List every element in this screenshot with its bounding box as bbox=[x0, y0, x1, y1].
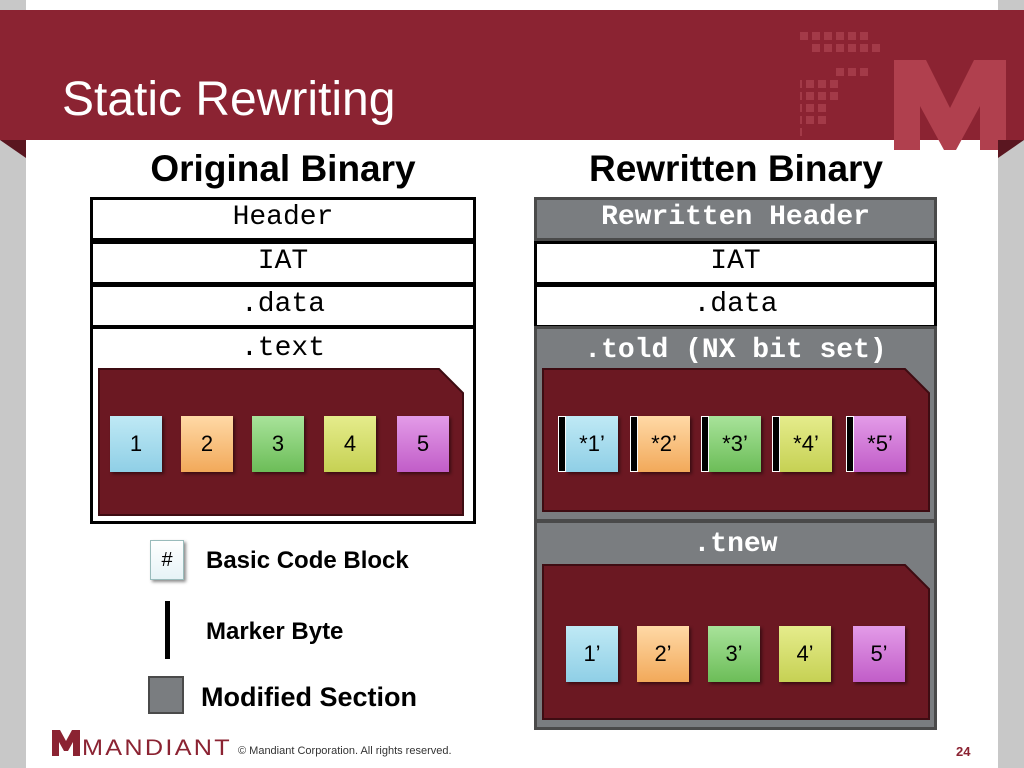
told-section-label: .told (NX bit set) bbox=[584, 335, 887, 366]
code-block-3: 3 bbox=[252, 416, 304, 472]
title-bar-fold-left bbox=[0, 140, 26, 158]
told-block-1: *1’ bbox=[566, 416, 618, 472]
code-block-2: 2 bbox=[181, 416, 233, 472]
page-number: 24 bbox=[956, 744, 971, 759]
marker-byte-4 bbox=[772, 416, 780, 472]
rewritten-header-section: Rewritten Header bbox=[534, 197, 937, 241]
mandiant-m-watermark-icon bbox=[800, 32, 1006, 150]
told-block-2: *2’ bbox=[638, 416, 690, 472]
slide-title: Static Rewriting bbox=[62, 73, 396, 126]
title-bar-fold-right bbox=[998, 140, 1024, 158]
marker-byte-2 bbox=[630, 416, 638, 472]
original-header-section: Header bbox=[90, 197, 476, 241]
original-binary-title: Original Binary bbox=[150, 148, 416, 189]
marker-byte-1 bbox=[558, 416, 566, 472]
tnew-section-label: .tnew bbox=[693, 529, 778, 560]
legend-code-block-swatch: # bbox=[150, 540, 184, 580]
tnew-block-2: 2’ bbox=[637, 626, 689, 682]
rewritten-data-section: .data bbox=[534, 284, 937, 328]
rewritten-iat-section: IAT bbox=[534, 241, 937, 285]
legend-modified-section-swatch bbox=[148, 676, 184, 714]
original-text-label: .text bbox=[240, 333, 325, 364]
mandiant-logo: MANDIANT bbox=[52, 728, 232, 763]
legend-marker-byte-swatch bbox=[164, 600, 171, 660]
original-data-section: .data bbox=[90, 284, 476, 328]
code-block-5: 5 bbox=[397, 416, 449, 472]
told-block-5: *5’ bbox=[854, 416, 906, 472]
rewritten-binary-title: Rewritten Binary bbox=[588, 148, 883, 189]
tnew-block-3: 3’ bbox=[708, 626, 760, 682]
original-iat-section: IAT bbox=[90, 241, 476, 285]
title-bar: Static Rewriting bbox=[0, 10, 1024, 150]
legend-code-block-label: Basic Code Block bbox=[206, 547, 409, 574]
code-block-1: 1 bbox=[110, 416, 162, 472]
legend-marker-byte-label: Marker Byte bbox=[206, 618, 344, 645]
marker-byte-5 bbox=[846, 416, 854, 472]
tnew-block-5: 5’ bbox=[853, 626, 905, 682]
tnew-block-4: 4’ bbox=[779, 626, 831, 682]
mandiant-logo-text: MANDIANT bbox=[82, 735, 232, 758]
marker-byte-3 bbox=[701, 416, 709, 472]
tnew-block-1: 1’ bbox=[566, 626, 618, 682]
told-block-3: *3’ bbox=[709, 416, 761, 472]
code-block-4: 4 bbox=[324, 416, 376, 472]
legend-modified-section-label: Modified Section bbox=[201, 682, 417, 712]
told-block-4: *4’ bbox=[780, 416, 832, 472]
copyright-text: © Mandiant Corporation. All rights reser… bbox=[238, 745, 452, 757]
